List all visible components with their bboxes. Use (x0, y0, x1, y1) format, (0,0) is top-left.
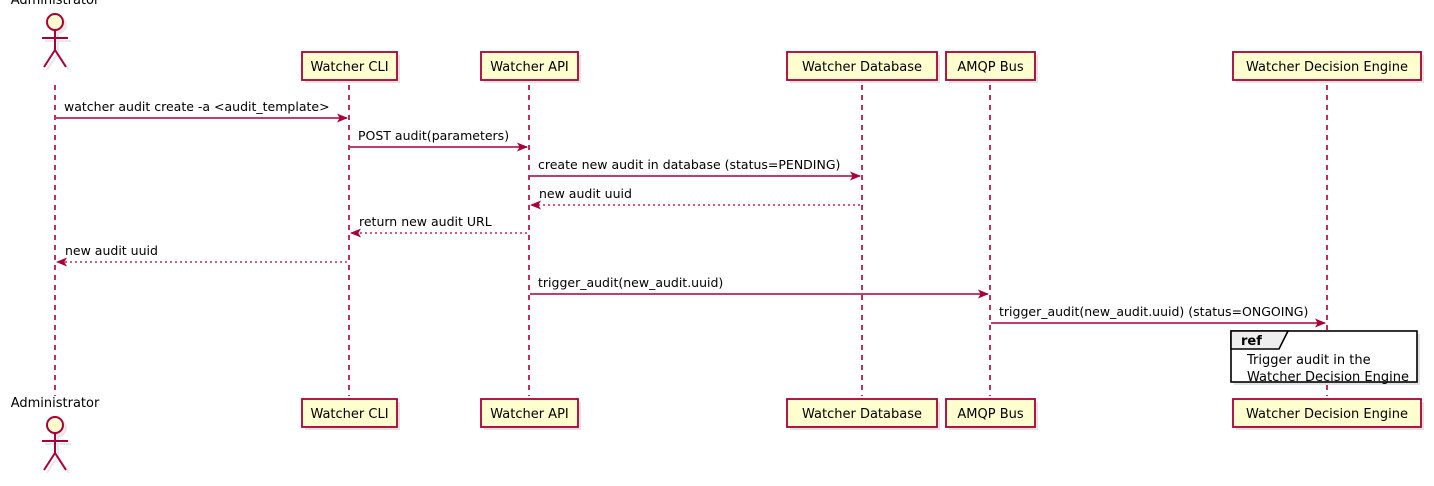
message-8[interactable]: trigger_audit(new_audit.uuid) (status=ON… (991, 304, 1326, 328)
participant-label-watcher-api: Watcher API (490, 407, 569, 422)
participant-box-amqp-bus[interactable] (945, 398, 1036, 428)
message-label-7: trigger_audit(new_audit.uuid) (538, 275, 723, 290)
participant-foot-administrator[interactable]: Administrator (11, 396, 100, 474)
participant-label-watcher-database: Watcher Database (802, 60, 922, 75)
participant-head-watcher-database[interactable]: Watcher Database (786, 51, 940, 83)
participant-foot-decision-engine[interactable]: Watcher Decision Engine (1232, 398, 1424, 430)
participant-label-amqp-bus: AMQP Bus (957, 407, 1023, 422)
participant-head-administrator[interactable]: Administrator (11, 0, 100, 71)
message-label-8: trigger_audit(new_audit.uuid) (status=ON… (999, 304, 1308, 319)
message-label-6: new audit uuid (65, 243, 158, 258)
participant-box-watcher-cli[interactable] (301, 398, 398, 428)
participant-box-amqp-bus[interactable] (945, 51, 1036, 81)
actor-label-administrator: Administrator (11, 0, 100, 8)
message-label-5: return new audit URL (359, 214, 492, 229)
message-label-1: watcher audit create -a <audit_template> (64, 99, 330, 114)
participant-head-decision-engine[interactable]: Watcher Decision Engine (1232, 51, 1424, 83)
ref-tab (1230, 330, 1290, 350)
participant-box-decision-engine[interactable] (1232, 51, 1422, 81)
participant-label-watcher-cli: Watcher CLI (310, 60, 388, 75)
participant-label-watcher-cli: Watcher CLI (310, 407, 388, 422)
lifelines-layer (54, 85, 1328, 396)
message-label-2: POST audit(parameters) (358, 128, 509, 143)
message-4[interactable]: new audit uuid (530, 186, 860, 210)
participant-box-watcher-cli[interactable] (301, 51, 398, 81)
message-label-4: new audit uuid (539, 186, 632, 201)
message-label-3: create new audit in database (status=PEN… (538, 157, 840, 172)
participant-box-watcher-database[interactable] (786, 51, 938, 81)
participant-label-decision-engine: Watcher Decision Engine (1246, 407, 1408, 422)
ref-tab-label: ref (1241, 334, 1262, 349)
message-1[interactable]: watcher audit create -a <audit_template> (56, 99, 348, 123)
actor-label-administrator: Administrator (11, 396, 100, 411)
participant-label-amqp-bus: AMQP Bus (957, 60, 1023, 75)
participant-label-watcher-database: Watcher Database (802, 407, 922, 422)
participant-label-watcher-api: Watcher API (490, 60, 569, 75)
messages-layer: watcher audit create -a <audit_template>… (56, 99, 1326, 328)
message-6[interactable]: new audit uuid (56, 243, 347, 267)
participant-box-watcher-api[interactable] (480, 398, 579, 428)
participant-foot-watcher-api[interactable]: Watcher API (480, 398, 581, 430)
ref-body-line-2: Watcher Decision Engine (1247, 370, 1409, 385)
participant-foot-watcher-database[interactable]: Watcher Database (786, 398, 940, 430)
participant-box-watcher-database[interactable] (786, 398, 938, 428)
participant-foot-amqp-bus[interactable]: AMQP Bus (945, 398, 1038, 430)
participant-foot-watcher-cli[interactable]: Watcher CLI (301, 398, 400, 430)
participant-head-watcher-api[interactable]: Watcher API (480, 51, 581, 83)
ref-body-line-1: Trigger audit in the (1246, 353, 1371, 368)
participant-head-watcher-cli[interactable]: Watcher CLI (301, 51, 400, 83)
participant-box-decision-engine[interactable] (1232, 398, 1422, 428)
message-2[interactable]: POST audit(parameters) (350, 128, 528, 152)
message-5[interactable]: return new audit URL (350, 214, 527, 238)
message-3[interactable]: create new audit in database (status=PEN… (530, 157, 861, 181)
message-7[interactable]: trigger_audit(new_audit.uuid) (530, 275, 989, 299)
participant-label-decision-engine: Watcher Decision Engine (1246, 60, 1408, 75)
participant-box-watcher-api[interactable] (480, 51, 579, 81)
participant-head-amqp-bus[interactable]: AMQP Bus (945, 51, 1038, 83)
